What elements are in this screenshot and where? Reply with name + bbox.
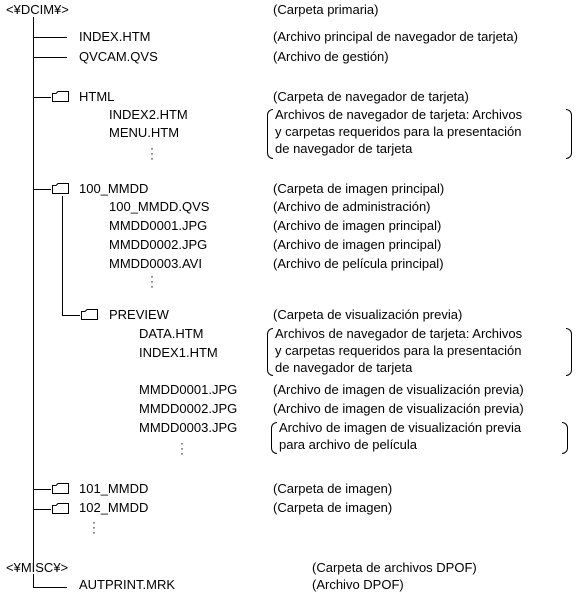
vertical-ellipsis-icon: ··· (150, 141, 154, 165)
index2-htm-file: INDEX2.HTM (109, 107, 188, 122)
preview-files-description-line-3: de navegador de tarjeta (275, 360, 413, 375)
branch-line-100-mmdd (33, 189, 51, 190)
brace-left (267, 109, 273, 159)
folder-102-mmdd: 102_MMDD (79, 500, 149, 515)
html-files-description-line-2: y carpetas requeridos para la presentaci… (275, 124, 522, 139)
folder-100-mmdd-description: (Carpeta de imagen principal) (273, 181, 445, 196)
html-folder: HTML (79, 89, 115, 104)
preview-jpg-0003-description-line-2: para archivo de película (279, 437, 418, 452)
branch-line-101-mmdd (33, 489, 51, 490)
folder-icon (81, 309, 98, 320)
autprint-file: AUTPRINT.MRK (79, 577, 176, 592)
dcim-root-label: <¥DCIM¥> (6, 2, 69, 17)
preview-jpg-0001-description: (Archivo de imagen de visualización prev… (273, 382, 524, 397)
branch-line-102-mmdd (33, 509, 51, 510)
folder-101-mmdd: 101_MMDD (79, 481, 149, 496)
preview-folder: PREVIEW (109, 307, 169, 322)
brace-right (566, 328, 572, 376)
qvcam-file: QVCAM.QVS (79, 49, 158, 64)
preview-jpg-0003-file: MMDD0003.JPG (139, 420, 238, 435)
index-htm-file: INDEX.HTM (79, 29, 151, 44)
dcim-root-description: (Carpeta primaria) (273, 2, 379, 17)
preview-jpg-0002-description: (Archivo de imagen de visualización prev… (273, 401, 524, 416)
vertical-ellipsis-icon: ··· (92, 515, 96, 539)
qvs-100-file: 100_MMDD.QVS (109, 199, 210, 214)
html-files-description-line-1: Archivos de navegador de tarjeta: Archiv… (275, 107, 523, 122)
brace-right (566, 109, 572, 159)
autprint-description: (Archivo DPOF) (312, 577, 404, 592)
folder-icon (52, 183, 69, 194)
jpg-0001-description: (Archivo de imagen principal) (273, 218, 442, 233)
data-htm-file: DATA.HTM (139, 326, 204, 341)
avi-0003-file: MMDD0003.AVI (109, 256, 202, 271)
menu-htm-file: MENU.HTM (109, 125, 180, 140)
preview-jpg-0002-file: MMDD0002.JPG (139, 401, 238, 416)
preview-files-description-line-2: y carpetas requeridos para la presentaci… (275, 343, 522, 358)
branch-line-autprint (33, 587, 67, 588)
folder-icon (52, 91, 69, 102)
qvcam-description: (Archivo de gestión) (273, 49, 389, 64)
brace-left (267, 328, 273, 376)
branch-line-index-htm (33, 37, 67, 38)
qvs-100-description: (Archivo de administración) (273, 199, 431, 214)
folder-102-mmdd-description: (Carpeta de imagen) (273, 500, 393, 515)
tree-trunk-line (33, 17, 34, 566)
vertical-ellipsis-icon: ··· (150, 269, 154, 293)
subtree-line-100-mmdd (62, 196, 63, 315)
misc-trunk-line (33, 574, 34, 588)
vertical-ellipsis-icon: ··· (180, 436, 184, 460)
index-htm-description: (Archivo principal de navegador de tarje… (273, 29, 518, 44)
branch-line-html (33, 97, 51, 98)
avi-0003-description: (Archivo de película principal) (273, 256, 444, 271)
misc-root-label: <¥MISC¥> (6, 560, 69, 575)
preview-folder-description: (Carpeta de visualización previa) (273, 307, 463, 322)
folder-100-mmdd: 100_MMDD (79, 181, 149, 196)
jpg-0001-file: MMDD0001.JPG (109, 218, 208, 233)
jpg-0002-file: MMDD0002.JPG (109, 237, 208, 252)
misc-root-description: (Carpeta de archivos DPOF) (312, 560, 477, 575)
html-files-description-line-3: de navegador de tarjeta (275, 141, 413, 156)
jpg-0002-description: (Archivo de imagen principal) (273, 237, 442, 252)
preview-files-description-line-1: Archivos de navegador de tarjeta: Archiv… (275, 326, 523, 341)
branch-line-qvcam (33, 57, 67, 58)
brace-left (271, 422, 277, 454)
folder-icon (52, 503, 69, 514)
html-folder-description: (Carpeta de navegador de tarjeta) (273, 89, 469, 104)
branch-line-preview (62, 315, 80, 316)
index1-htm-file: INDEX1.HTM (139, 345, 218, 360)
preview-jpg-0001-file: MMDD0001.JPG (139, 382, 238, 397)
brace-right (562, 422, 568, 454)
folder-icon (52, 483, 69, 494)
folder-101-mmdd-description: (Carpeta de imagen) (273, 481, 393, 496)
preview-jpg-0003-description-line-1: Archivo de imagen de visualización previ… (279, 420, 522, 435)
